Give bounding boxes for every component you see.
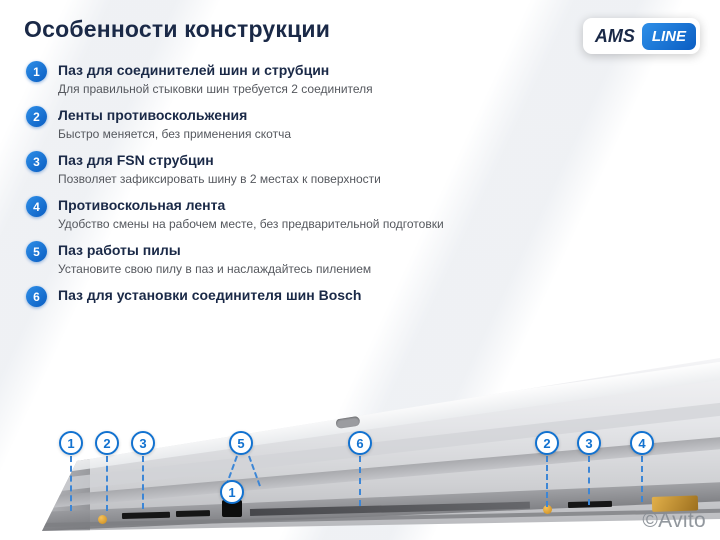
feature-desc: Быстро меняется, без применения скотча [58, 127, 291, 141]
rail-photo [0, 355, 720, 540]
callout-line [641, 456, 643, 502]
callout-2-left: 2 [95, 431, 119, 455]
feature-title: Паз для установки соединителя шин Bosch [58, 287, 362, 303]
callout-line [142, 456, 144, 509]
feature-number-badge: 3 [26, 151, 47, 172]
feature-title: Паз для соединителей шин и струбцин [58, 62, 330, 78]
callout-1-left: 1 [59, 431, 83, 455]
feature-text: Паз для соединителей шин и струбцин Для … [58, 61, 373, 96]
callout-3-left: 3 [131, 431, 155, 455]
callout-5-middle: 5 [229, 431, 253, 455]
feature-number-badge: 5 [26, 241, 47, 262]
feature-desc: Установите свою пилу в паз и наслаждайте… [58, 262, 372, 276]
feature-title: Ленты противоскольжения [58, 107, 248, 123]
feature-item-6: 6 Паз для установки соединителя шин Bosc… [26, 286, 606, 307]
callout-1-center: 1 [220, 480, 244, 504]
feature-text: Противоскольная лента Удобство смены на … [58, 196, 444, 231]
feature-text: Паз для FSN струбцин Позволяет зафиксиро… [58, 151, 381, 186]
feature-item-1: 1 Паз для соединителей шин и струбцин Дл… [26, 61, 606, 96]
watermark: ©Avito [642, 509, 706, 532]
rubber-strip-end-left [98, 515, 107, 524]
callout-3-right: 3 [577, 431, 601, 455]
callout-6-middle: 6 [348, 431, 372, 455]
feature-title: Паз для FSN струбцин [58, 152, 214, 168]
brand-logo: AMS LINE [582, 18, 700, 54]
feature-list: 1 Паз для соединителей шин и струбцин Дл… [26, 61, 606, 317]
callout-line [546, 456, 548, 507]
brand-logo-ams: AMS [594, 25, 635, 46]
callout-2-right: 2 [535, 431, 559, 455]
feature-text: Паз работы пилы Установите свою пилу в п… [58, 241, 371, 276]
feature-text: Ленты противоскольжения Быстро меняется,… [58, 106, 291, 141]
rubber-strip-end-right [543, 505, 552, 514]
feature-desc: Позволяет зафиксировать шину в 2 местах … [58, 172, 381, 186]
callout-line [106, 456, 108, 511]
feature-number-badge: 1 [26, 61, 47, 82]
grip-strip-left-1 [121, 511, 171, 519]
feature-item-3: 3 Паз для FSN струбцин Позволяет зафикси… [26, 151, 606, 186]
page-title: Особенности конструкции [24, 16, 331, 42]
feature-title: Паз работы пилы [58, 242, 181, 258]
callout-line [588, 456, 590, 505]
connector-slot [222, 500, 242, 517]
feature-text: Паз для установки соединителя шин Bosch [58, 286, 361, 307]
callout-line [359, 456, 361, 506]
feature-desc: Удобство смены на рабочем месте, без пре… [58, 217, 444, 231]
feature-item-5: 5 Паз работы пилы Установите свою пилу в… [26, 241, 606, 276]
brand-logo-line: LINE [641, 22, 696, 50]
callout-line [70, 456, 72, 511]
grip-strip-left-2 [175, 510, 211, 517]
feature-item-4: 4 Противоскольная лента Удобство смены н… [26, 196, 606, 231]
feature-title: Противоскольная лента [58, 197, 226, 213]
feature-item-2: 2 Ленты противоскольжения Быстро меняетс… [26, 106, 606, 141]
callout-4-right: 4 [630, 431, 654, 455]
feature-number-badge: 4 [26, 196, 47, 217]
feature-number-badge: 2 [26, 106, 47, 127]
feature-number-badge: 6 [26, 286, 47, 307]
feature-desc: Для правильной стыковки шин требуется 2 … [58, 82, 373, 96]
